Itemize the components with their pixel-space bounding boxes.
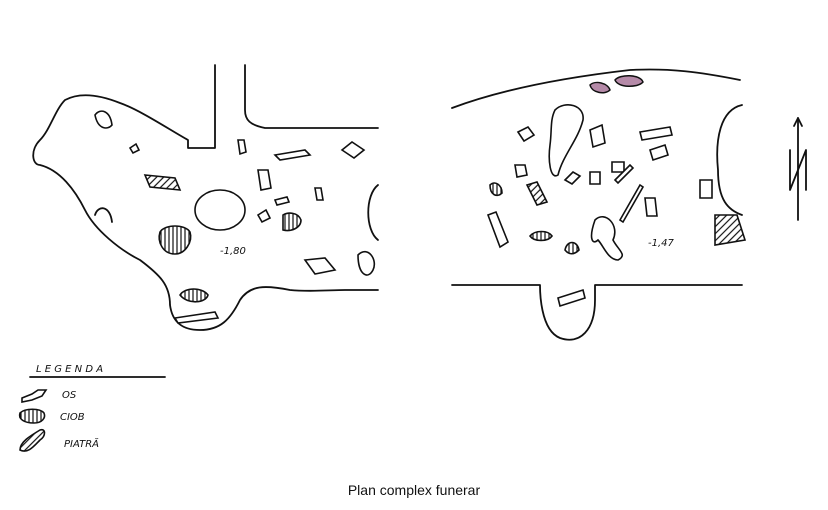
stone-icon xyxy=(19,428,46,452)
legend-label-ciob: CIOB xyxy=(60,412,85,423)
legend: L E G E N D A OS CIOB PIATRĂ xyxy=(18,364,166,452)
bone-icon xyxy=(21,389,48,403)
right-pit: -1,47 xyxy=(451,68,747,341)
figure-caption: Plan complex funerar xyxy=(347,482,481,498)
legend-label-os: OS xyxy=(62,390,77,401)
legend-label-piatra: PIATRĂ xyxy=(64,437,99,450)
north-arrow-icon xyxy=(789,117,807,221)
left-depth-label: -1,80 xyxy=(220,246,246,257)
left-pit: -1,80 xyxy=(32,64,379,331)
legend-title: L E G E N D A xyxy=(36,364,103,375)
sherd-icon xyxy=(18,408,46,424)
right-depth-label: -1,47 xyxy=(648,238,675,249)
